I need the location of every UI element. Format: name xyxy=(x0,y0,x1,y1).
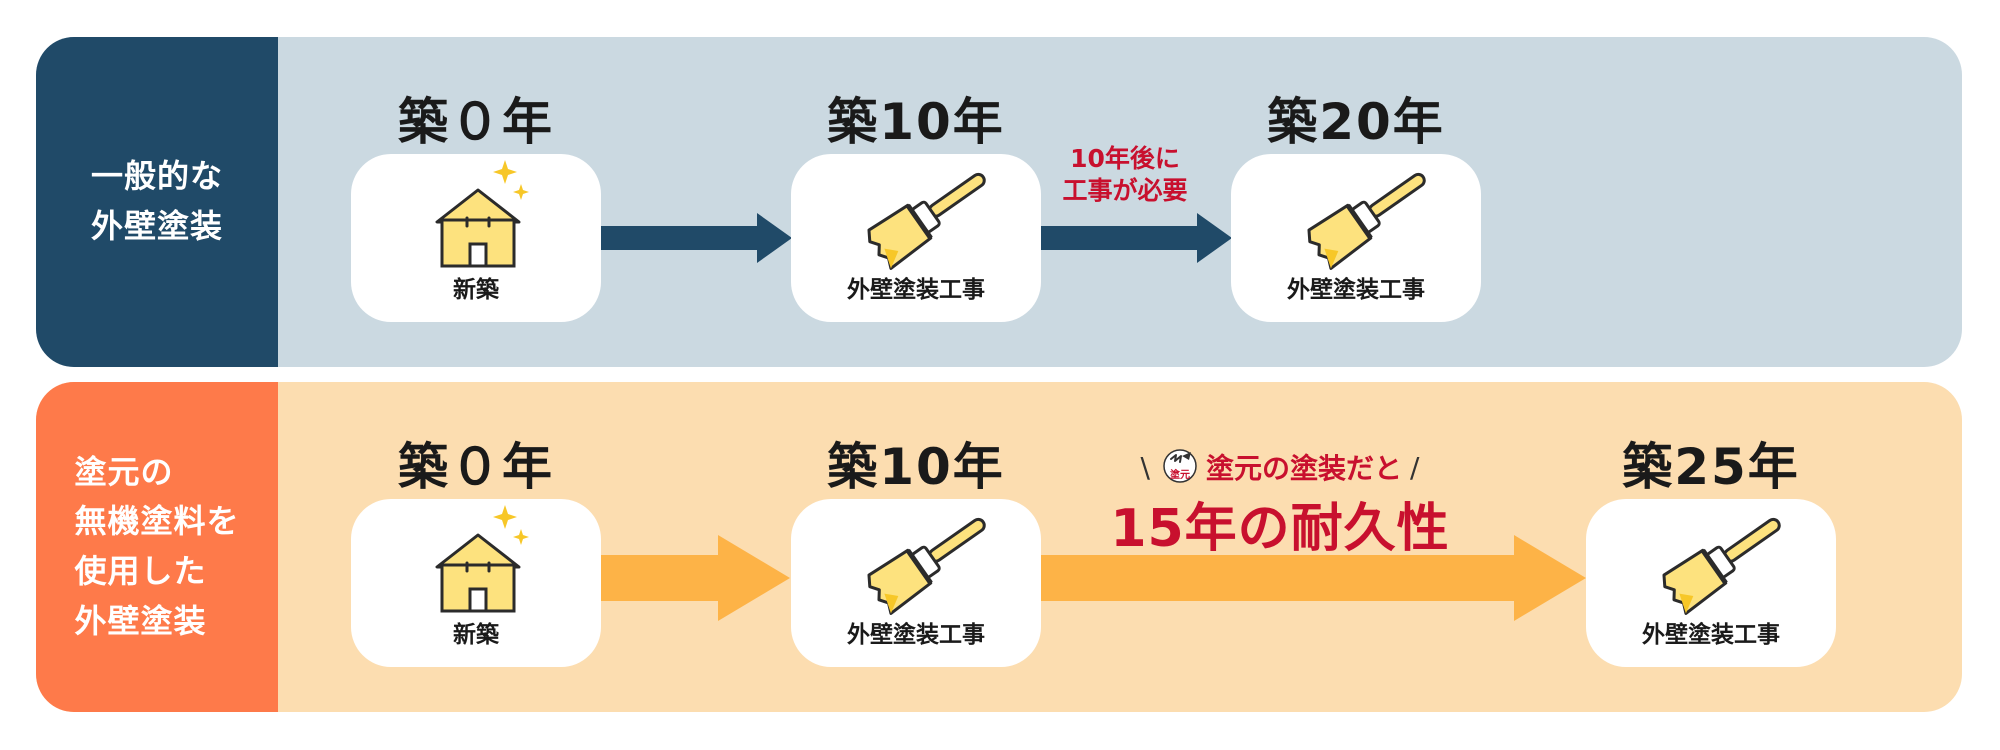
year-label: 築10年 xyxy=(827,93,1005,151)
timeline-arrow xyxy=(1040,535,1586,621)
year-label: 築０年 xyxy=(398,93,554,151)
step-label: 外壁塗装工事 xyxy=(1287,277,1425,303)
note-line: 工事が必要 xyxy=(1062,176,1188,205)
year-label: 築20年 xyxy=(1267,93,1445,151)
step-card-painting: 外壁塗装工事 xyxy=(791,154,1041,322)
step-label: 外壁塗装工事 xyxy=(847,622,985,648)
durability-callout-heading: \ 塗元 塗元の塗装だと / xyxy=(1120,445,1440,489)
timeline-arrow xyxy=(600,213,792,263)
row-label-line: 無機塗料を xyxy=(74,502,240,541)
row-label-tomoto: 塗元の 無機塗料を 使用した 外壁塗装 xyxy=(36,382,278,712)
step-label: 新築 xyxy=(453,277,499,303)
timeline-arrow xyxy=(1040,213,1232,263)
step-label: 外壁塗装工事 xyxy=(847,277,985,303)
tomoto-logo-icon: 塗元 xyxy=(1163,449,1197,483)
slash-mark: \ xyxy=(1140,450,1150,484)
step-card-new-build: 新築 xyxy=(351,499,601,667)
step-label: 新築 xyxy=(453,622,499,648)
row-label-line: 外壁塗装 xyxy=(90,207,223,245)
step-card-painting: 外壁塗装工事 xyxy=(1231,154,1481,322)
step-card-painting: 外壁塗装工事 xyxy=(1586,499,1836,667)
year-label: 築10年 xyxy=(827,438,1005,496)
year-label: 築25年 xyxy=(1622,438,1800,496)
row-label-line: 使用した xyxy=(74,552,207,590)
year-label: 築０年 xyxy=(398,438,554,496)
house-sparkle-icon xyxy=(351,499,601,629)
paintbrush-icon xyxy=(1586,499,1836,629)
paintbrush-icon xyxy=(1231,154,1481,284)
logo-text: 塗元 xyxy=(1170,468,1190,481)
row-label-line: 塗元の xyxy=(74,452,174,491)
slash-mark: / xyxy=(1410,450,1420,484)
step-label: 外壁塗装工事 xyxy=(1642,622,1780,648)
step-card-new-build: 新築 xyxy=(351,154,601,322)
paintbrush-icon xyxy=(791,154,1041,284)
paintbrush-icon xyxy=(791,499,1041,629)
callout-line: 塗元の塗装だと xyxy=(1205,452,1402,485)
row-label-general: 一般的な 外壁塗装 xyxy=(36,37,278,367)
step-card-painting: 外壁塗装工事 xyxy=(791,499,1041,667)
note-line: 10年後に xyxy=(1070,144,1180,173)
row-label-line: 一般的な xyxy=(90,157,223,196)
house-sparkle-icon xyxy=(351,154,601,284)
timeline-arrow xyxy=(600,535,790,621)
durability-callout: 15年の耐久性 xyxy=(1110,499,1450,559)
repaint-note: 10年後に 工事が必要 xyxy=(1040,143,1210,207)
row-label-line: 外壁塗装 xyxy=(74,601,207,640)
